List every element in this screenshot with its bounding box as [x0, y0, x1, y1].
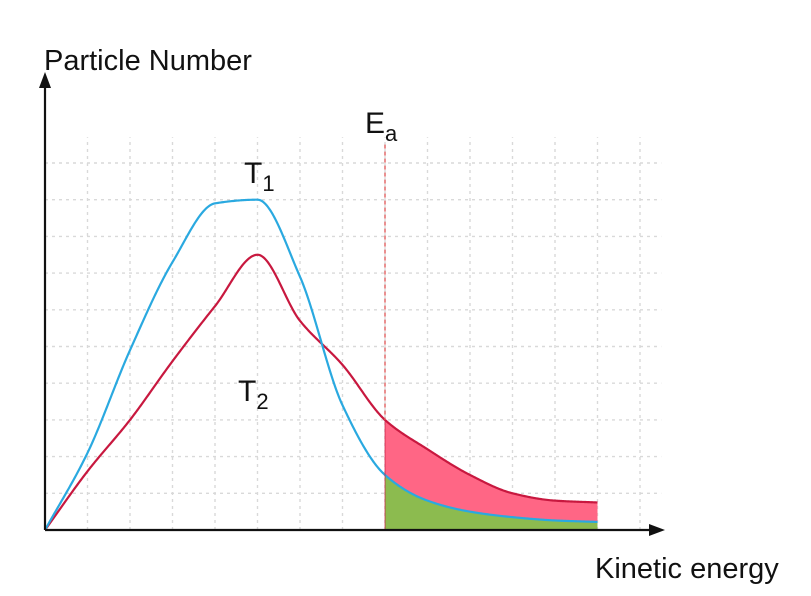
- series-line-t1: [44, 198, 598, 531]
- area-under-t1: [385, 474, 598, 530]
- x-axis-arrow: [649, 524, 665, 536]
- series-label-t2-main: T: [238, 375, 256, 408]
- axes: [39, 72, 665, 536]
- y-axis-label: Particle Number: [44, 45, 252, 77]
- annotation-label-ea: Ea: [365, 107, 398, 146]
- series-label-t1-main: T: [244, 157, 262, 190]
- y-axis-arrow: [39, 72, 51, 88]
- series-label-t2-sub: 2: [256, 389, 268, 414]
- area-fills: [385, 419, 598, 530]
- series-label-t1: T1: [244, 157, 275, 196]
- curves: [44, 198, 598, 531]
- series-line-t2: [44, 253, 598, 531]
- series-label-t2: T2: [238, 375, 269, 414]
- annotation-label-ea-sub: a: [385, 121, 398, 146]
- series-label-t1-sub: 1: [262, 171, 274, 196]
- x-axis-label: Kinetic energy: [595, 553, 779, 585]
- annotation-label-ea-main: E: [365, 107, 385, 140]
- area-between-t1-t2: [385, 419, 598, 522]
